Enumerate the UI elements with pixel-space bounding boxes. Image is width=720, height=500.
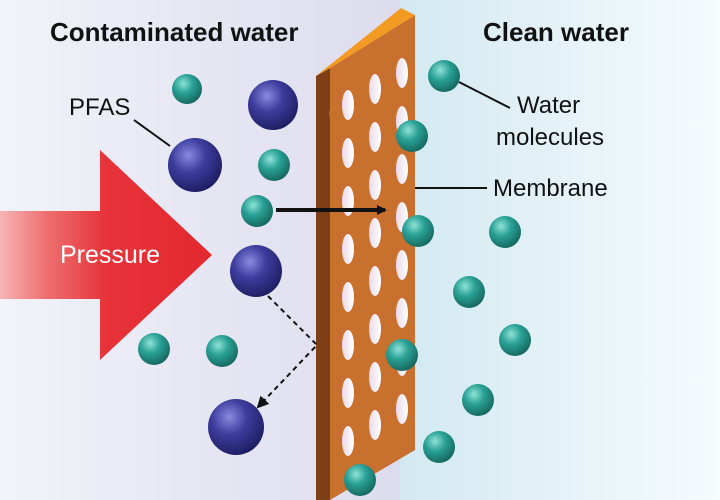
water-molecules-label-line1: Water [517, 92, 580, 119]
contaminated-water-heading: Contaminated water [50, 17, 299, 47]
water-molecule [428, 60, 460, 92]
membrane-pore [369, 218, 381, 248]
membrane-pores [342, 58, 408, 456]
water-molecule [423, 431, 455, 463]
membrane [330, 15, 415, 500]
water-molecule [172, 74, 202, 104]
membrane-top-edge [316, 8, 415, 76]
pfas-molecules [168, 80, 298, 455]
membrane-pore [342, 330, 354, 360]
pfas-molecule [230, 245, 282, 297]
membrane-pore [396, 154, 408, 184]
membrane-label: Membrane [493, 175, 608, 202]
water-molecule [402, 215, 434, 247]
membrane-pore [369, 74, 381, 104]
water-molecules-leader-line [458, 81, 511, 109]
water-molecule [138, 333, 170, 365]
water-molecule [453, 276, 485, 308]
water-molecule [462, 384, 494, 416]
membrane-pore [369, 122, 381, 152]
water-molecule [241, 195, 273, 227]
water-molecule [344, 464, 376, 496]
water-molecule [396, 120, 428, 152]
membrane-pore [369, 410, 381, 440]
membrane-pore [342, 138, 354, 168]
water-molecule [499, 324, 531, 356]
water-molecule [489, 216, 521, 248]
membrane-pore [396, 250, 408, 280]
membrane-pore [369, 266, 381, 296]
pfas-molecule [248, 80, 298, 130]
membrane-side [316, 68, 330, 500]
membrane-pore [342, 234, 354, 264]
pressure-arrow [0, 150, 212, 360]
membrane-pore [342, 426, 354, 456]
membrane-pore [342, 378, 354, 408]
membrane-pore [396, 58, 408, 88]
pfas-label: PFAS [69, 94, 130, 121]
pressure-label: Pressure [60, 241, 160, 269]
clean-water-molecules [423, 60, 531, 463]
membrane-pore [369, 170, 381, 200]
membrane-pore [396, 394, 408, 424]
pfas-molecule [208, 399, 264, 455]
membrane-pore [369, 362, 381, 392]
pfas-leader-line [133, 119, 171, 147]
contaminated-water-molecules [138, 74, 290, 367]
membrane-pore [342, 90, 354, 120]
pfas-molecule [168, 138, 222, 192]
water-molecules-label-line2: molecules [496, 124, 604, 151]
membrane-pore [369, 314, 381, 344]
membrane-pore [396, 298, 408, 328]
water-molecule [258, 149, 290, 181]
membrane-pore [342, 282, 354, 312]
clean-water-heading: Clean water [483, 17, 629, 47]
pfas-rejected-arrow [256, 295, 319, 409]
water-molecule [386, 339, 418, 371]
molecules-front [344, 120, 434, 496]
water-molecule [206, 335, 238, 367]
